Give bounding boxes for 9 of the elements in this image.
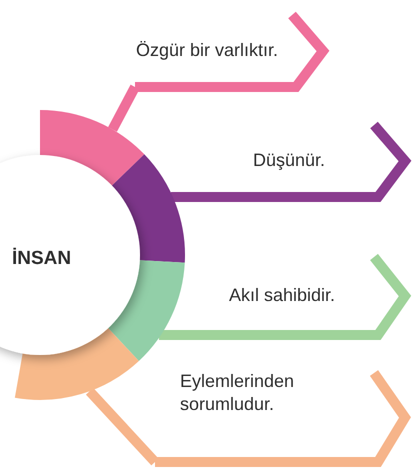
connector-band [158, 330, 180, 340]
statement-text: Akıl sahibidir. [228, 284, 335, 308]
connector-band [86, 388, 159, 466]
hub-label: İNSAN [12, 248, 72, 270]
statement-text: Özgür bir varlıktır. [136, 39, 278, 62]
connector-band [108, 84, 140, 132]
statement-text: Düşünür. [252, 149, 325, 172]
statement-text: Eylemlerinden sorumludur. [180, 370, 296, 416]
connector-band [170, 192, 185, 202]
